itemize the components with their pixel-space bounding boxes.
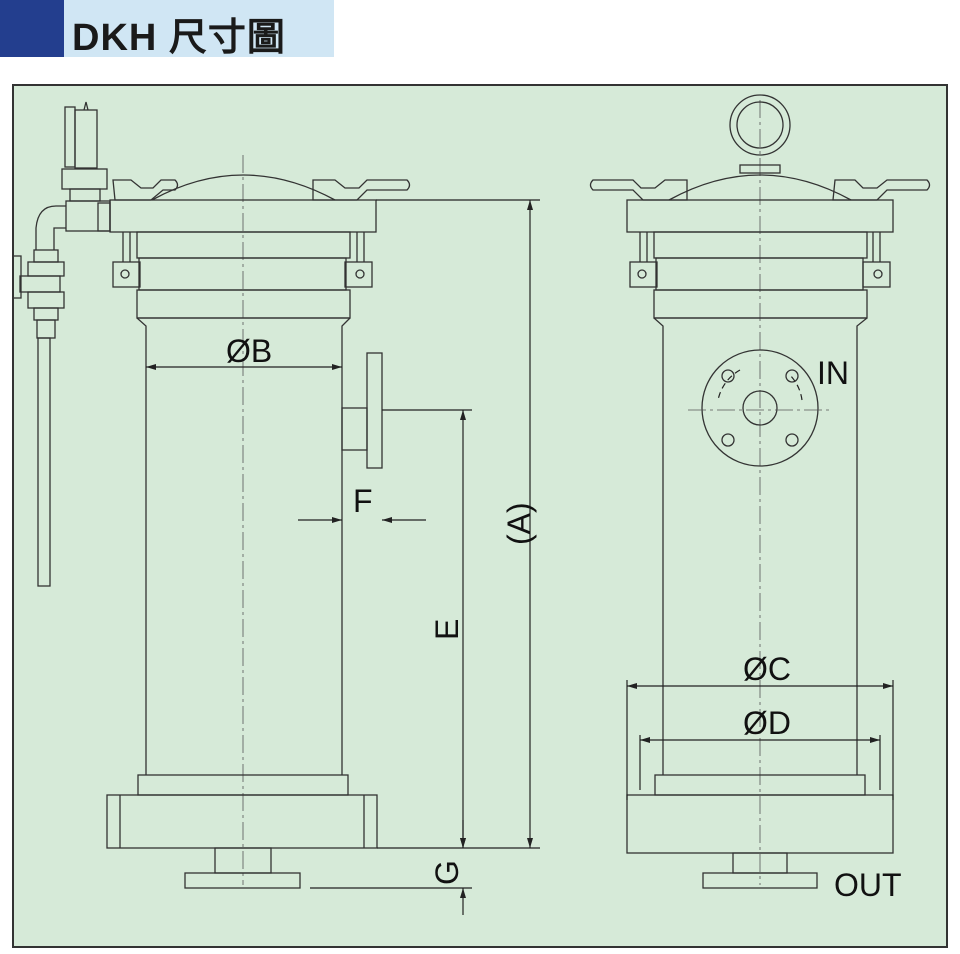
wing-nut-right [832,179,931,201]
label-inlet: IN [817,355,849,391]
label-e: E [429,619,465,640]
label-outlet: OUT [834,867,902,903]
wing-nut-left [589,179,688,201]
header-band [64,0,334,57]
drawing-frame [12,84,948,948]
bracket-left [112,261,141,288]
label-dia-c: ØC [743,651,791,687]
inlet-flange [366,352,383,469]
outlet-foot [184,872,301,889]
inlet-flange-front [688,349,830,467]
wing-nut-left [112,179,179,201]
label-dia-d: ØD [743,705,791,741]
lid-dome [151,174,336,201]
wing-nut-right [312,179,411,201]
label-g: G [429,860,465,885]
housing-body [136,317,351,775]
pressure-gauge-assembly [12,101,111,587]
lifting-ring [729,94,791,156]
label-a: (A) [501,502,537,545]
front-view: IN ØC ØD OUT [589,94,931,903]
label-f: F [353,483,373,519]
page-title: DKH 尺寸圖 [72,17,286,59]
sight-tube [37,337,51,587]
base-flange [106,794,378,849]
inlet-pipe [341,407,368,451]
header-accent-block [0,0,64,57]
label-dia-b: ØB [226,333,272,369]
side-view: ØB F E (A) G [12,101,540,915]
bracket-right [344,261,373,288]
